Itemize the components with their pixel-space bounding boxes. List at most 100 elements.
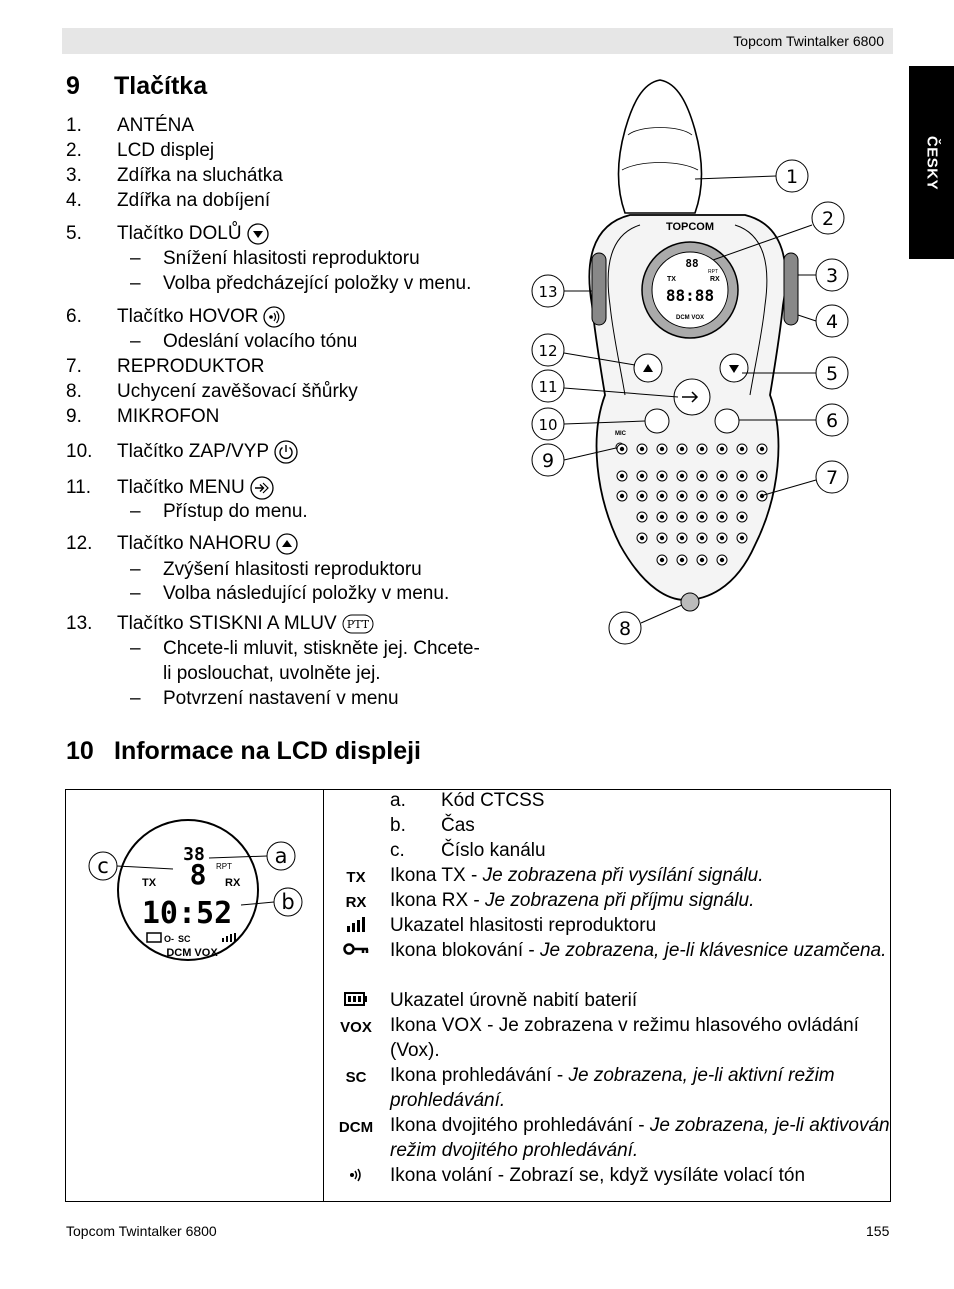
vox-icon: VOX bbox=[340, 1019, 372, 1036]
speaker-hole-dot bbox=[739, 514, 745, 520]
speaker-hole-dot bbox=[679, 446, 685, 452]
speaker-hole-dot bbox=[619, 493, 625, 499]
speaker-hole-dot bbox=[679, 514, 685, 520]
speaker-hole-dot bbox=[699, 473, 705, 479]
header-title: Topcom Twintalker 6800 bbox=[733, 33, 884, 49]
language-tab: ČESKY bbox=[909, 66, 954, 259]
page-number: 155 bbox=[866, 1223, 890, 1239]
lcd-fig-key-icon: O- bbox=[164, 934, 174, 944]
footer-title: Topcom Twintalker 6800 bbox=[66, 1223, 217, 1239]
callout-2: 2 bbox=[822, 208, 834, 230]
section-9-number: 9 bbox=[66, 72, 80, 100]
speaker-hole-dot bbox=[659, 514, 665, 520]
speaker-hole-dot bbox=[719, 535, 725, 541]
speaker-hole-dot bbox=[659, 535, 665, 541]
speaker-hole-dot bbox=[679, 493, 685, 499]
callout-1: 1 bbox=[786, 166, 798, 188]
menu-icon bbox=[250, 476, 274, 500]
lcd-legend-cell: a.Kód CTCSS b.Čas c.Číslo kanálu TX Ikon… bbox=[323, 789, 891, 1202]
speaker-hole-dot bbox=[719, 493, 725, 499]
speaker-hole-dot bbox=[619, 473, 625, 479]
speaker-hole-dot bbox=[639, 446, 645, 452]
speaker-hole-dot bbox=[679, 473, 685, 479]
speaker-hole-dot bbox=[659, 493, 665, 499]
speaker-hole-dot bbox=[719, 557, 725, 563]
battery-icon bbox=[334, 990, 378, 1015]
speaker-hole-dot bbox=[699, 493, 705, 499]
callout-12: 12 bbox=[538, 342, 557, 360]
lcd-fig-tx: TX bbox=[142, 877, 157, 889]
speaker-hole-dot bbox=[639, 493, 645, 499]
speaker-hole-dot bbox=[739, 535, 745, 541]
speaker-hole-dot bbox=[659, 446, 665, 452]
call-signal-icon bbox=[334, 1165, 378, 1190]
speaker-hole-dot bbox=[719, 473, 725, 479]
device-mic-label: MIC bbox=[615, 431, 627, 437]
device-lcd-rpt: RPT bbox=[708, 269, 718, 275]
lcd-display-illustration: 38 8 RPT TX RX 10:52 O- SC DCM VOX a b bbox=[88, 819, 303, 961]
speaker-hole-dot bbox=[619, 446, 625, 452]
device-lcd-tx: TX bbox=[667, 276, 676, 283]
device-lcd-bottom: DCM VOX bbox=[676, 315, 704, 321]
callout-9: 9 bbox=[542, 450, 554, 472]
call-icon bbox=[263, 306, 286, 328]
up-triangle-icon bbox=[276, 533, 298, 555]
device-lcd-rx: RX bbox=[710, 276, 720, 283]
lcd-fig-rpt: RPT bbox=[216, 862, 232, 871]
callout-c: c bbox=[97, 854, 109, 878]
page-header: Topcom Twintalker 6800 bbox=[62, 28, 893, 54]
speaker-hole-dot bbox=[699, 446, 705, 452]
speaker-hole-dot bbox=[699, 557, 705, 563]
callout-4: 4 bbox=[826, 311, 838, 333]
power-icon bbox=[274, 440, 298, 464]
speaker-hole-dot bbox=[639, 535, 645, 541]
speaker-hole-dot bbox=[739, 473, 745, 479]
lcd-fig-mid-digit: 8 bbox=[190, 858, 207, 891]
key-lock-icon bbox=[334, 940, 378, 965]
speaker-hole-dot bbox=[719, 514, 725, 520]
dcm-icon: DCM bbox=[338, 1119, 374, 1136]
callout-a: a bbox=[275, 844, 288, 868]
lcd-fig-time: 10:52 bbox=[142, 896, 232, 931]
lcd-figure-cell: 38 8 RPT TX RX 10:52 O- SC DCM VOX a b bbox=[65, 789, 324, 1202]
speaker-hole-dot bbox=[699, 535, 705, 541]
speaker-hole-dot bbox=[679, 557, 685, 563]
lcd-fig-top-digits: 38 bbox=[183, 844, 205, 865]
speaker-hole-dot bbox=[759, 493, 765, 499]
down-triangle-icon bbox=[246, 223, 269, 245]
svg-text:PTT: PTT bbox=[346, 618, 369, 631]
lcd-fig-bottom: DCM VOX bbox=[166, 947, 218, 959]
callout-5: 5 bbox=[826, 363, 838, 385]
callout-13: 13 bbox=[538, 283, 557, 301]
lcd-fig-volume-icon bbox=[222, 933, 236, 942]
rx-icon: RX bbox=[345, 894, 367, 911]
callout-b: b bbox=[281, 890, 294, 914]
speaker-hole-dot bbox=[699, 514, 705, 520]
lcd-info-table: 38 8 RPT TX RX 10:52 O- SC DCM VOX a b bbox=[65, 789, 891, 1202]
tx-icon: TX bbox=[346, 869, 366, 886]
section-10-title: Informace na LCD displeji bbox=[114, 737, 422, 765]
lcd-fig-battery-icon bbox=[146, 932, 162, 943]
section-9-title: Tlačítka bbox=[114, 72, 208, 100]
callout-10: 10 bbox=[538, 416, 557, 434]
section-10-number: 10 bbox=[66, 737, 94, 765]
speaker-hole-dot bbox=[719, 446, 725, 452]
volume-bars-icon bbox=[334, 915, 378, 940]
speaker-hole-dot bbox=[659, 473, 665, 479]
device-lcd-main: 88:88 bbox=[666, 286, 714, 305]
callout-7: 7 bbox=[826, 467, 838, 489]
ptt-icon: PTT bbox=[342, 614, 374, 634]
callout-6: 6 bbox=[826, 410, 838, 432]
callout-8: 8 bbox=[619, 618, 631, 640]
speaker-hole-dot bbox=[759, 473, 765, 479]
device-lcd-top: 88 bbox=[685, 257, 698, 270]
scan-icon: SC bbox=[345, 1069, 367, 1086]
speaker-hole-dot bbox=[759, 446, 765, 452]
walkie-talkie-illustration: TOPCOM 88 TX RX RPT 88:88 DCM VOX MIC 1 … bbox=[531, 79, 849, 645]
callout-11: 11 bbox=[538, 378, 557, 396]
language-tab-label: ČESKY bbox=[923, 135, 940, 190]
speaker-hole-dot bbox=[739, 493, 745, 499]
device-brand: TOPCOM bbox=[666, 221, 714, 233]
lcd-fig-rx: RX bbox=[225, 877, 241, 889]
speaker-hole-dot bbox=[679, 535, 685, 541]
